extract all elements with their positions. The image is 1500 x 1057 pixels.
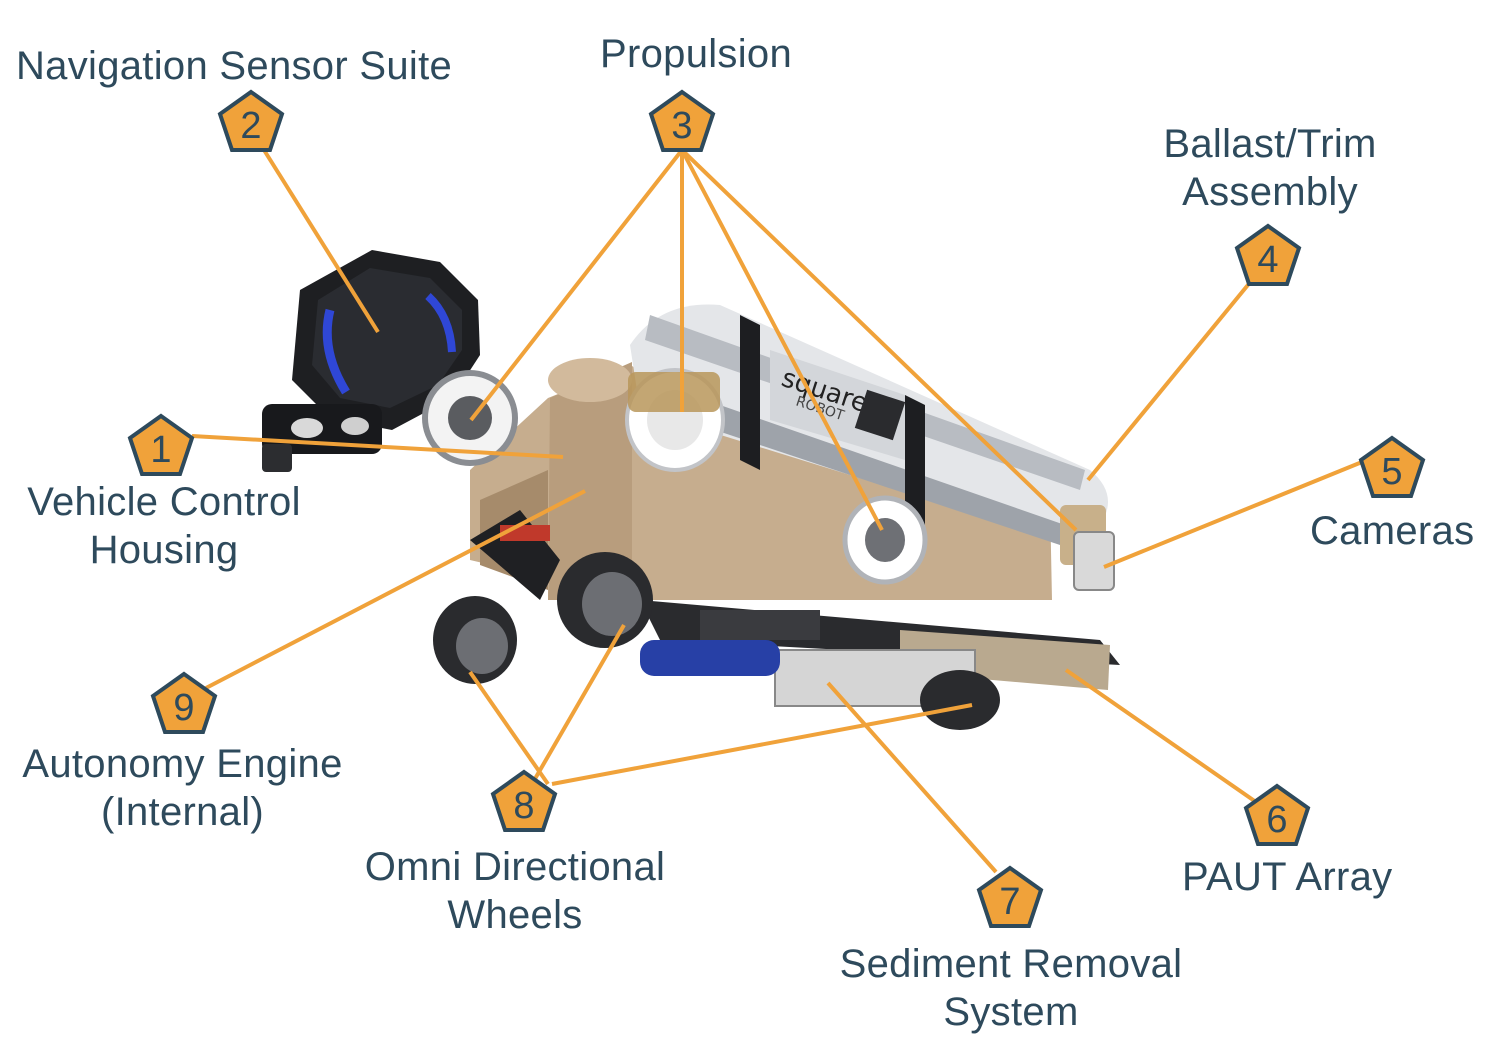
- label-7-line-1: Sediment Removal: [839, 942, 1183, 986]
- lower-sled: [640, 600, 1120, 707]
- label-sediment-removal-system: Sediment Removal System: [830, 940, 1192, 1036]
- number-badges: 1 2 3 4 5 6 7: [127, 89, 1426, 928]
- label-7-line-2: System: [943, 990, 1079, 1034]
- badge-3: 3: [648, 89, 716, 152]
- label-1-line-1: Vehicle Control: [27, 480, 301, 524]
- badge-2-number: 2: [240, 105, 261, 147]
- leader-line-5: [1103, 460, 1363, 569]
- badge-2: 2: [217, 89, 285, 152]
- cylindrical-hull: square ROBOT: [630, 304, 1108, 545]
- label-navigation-sensor-suite: Navigation Sensor Suite: [16, 42, 452, 90]
- badge-4-number: 4: [1257, 239, 1278, 281]
- badge-6: 6: [1243, 783, 1311, 846]
- label-4-line-2: Assembly: [1182, 170, 1358, 214]
- robot-illustration: square ROBOT: [262, 250, 1120, 730]
- leader-line-3d: [680, 148, 1078, 532]
- label-1-line-2: Housing: [89, 528, 239, 572]
- label-paut-array: PAUT Array: [1182, 853, 1392, 901]
- badge-7-number: 7: [999, 881, 1020, 923]
- leader-line-3c: [680, 149, 884, 531]
- leader-line-2: [262, 148, 380, 334]
- leader-line-9: [205, 489, 586, 690]
- leader-line-6: [1064, 668, 1258, 804]
- thrusters: [422, 368, 1115, 591]
- label-9-line-1: Autonomy Engine: [22, 742, 343, 786]
- label-ballast-trim-assembly: Ballast/Trim Assembly: [1130, 120, 1410, 216]
- leader-line-7: [826, 681, 998, 874]
- label-9-line-2: (Internal): [100, 790, 265, 834]
- badge-1-number: 1: [150, 429, 171, 471]
- label-omni-directional-wheels: Omni Directional Wheels: [350, 843, 680, 939]
- leader-line-8c: [551, 703, 973, 786]
- label-3-line-1: Propulsion: [600, 32, 793, 76]
- leader-line-1: [191, 434, 564, 459]
- wheel-assemblies: [433, 510, 1000, 730]
- badge-8-number: 8: [513, 785, 534, 827]
- badge-4: 4: [1234, 223, 1302, 286]
- badge-9-number: 9: [173, 687, 194, 729]
- leader-lines: [191, 148, 1363, 874]
- badge-6-number: 6: [1266, 799, 1287, 841]
- badge-8: 8: [490, 769, 558, 832]
- badge-5-number: 5: [1381, 451, 1402, 493]
- label-cameras: Cameras: [1310, 507, 1474, 555]
- badge-3-number: 3: [671, 105, 692, 147]
- badge-7: 7: [976, 865, 1044, 928]
- label-autonomy-engine: Autonomy Engine (Internal): [10, 740, 355, 836]
- label-2-line-1: Navigation Sensor Suite: [16, 44, 453, 88]
- label-6-line-1: PAUT Array: [1182, 855, 1393, 899]
- badge-5: 5: [1358, 435, 1426, 498]
- leader-line-4: [1086, 278, 1254, 482]
- label-5-line-1: Cameras: [1310, 509, 1475, 553]
- badge-9: 9: [150, 671, 218, 734]
- label-8-line-2: Wheels: [447, 893, 583, 937]
- leader-line-8b: [530, 623, 626, 786]
- navigation-sensor-pod: [262, 250, 480, 472]
- badge-1: 1: [127, 413, 195, 476]
- leader-line-3a: [469, 148, 684, 422]
- leader-line-8a: [468, 670, 550, 786]
- label-8-line-1: Omni Directional: [364, 845, 666, 889]
- label-propulsion: Propulsion: [600, 30, 792, 78]
- label-vehicle-control-housing: Vehicle Control Housing: [14, 478, 314, 574]
- label-4-line-1: Ballast/Trim: [1163, 122, 1377, 166]
